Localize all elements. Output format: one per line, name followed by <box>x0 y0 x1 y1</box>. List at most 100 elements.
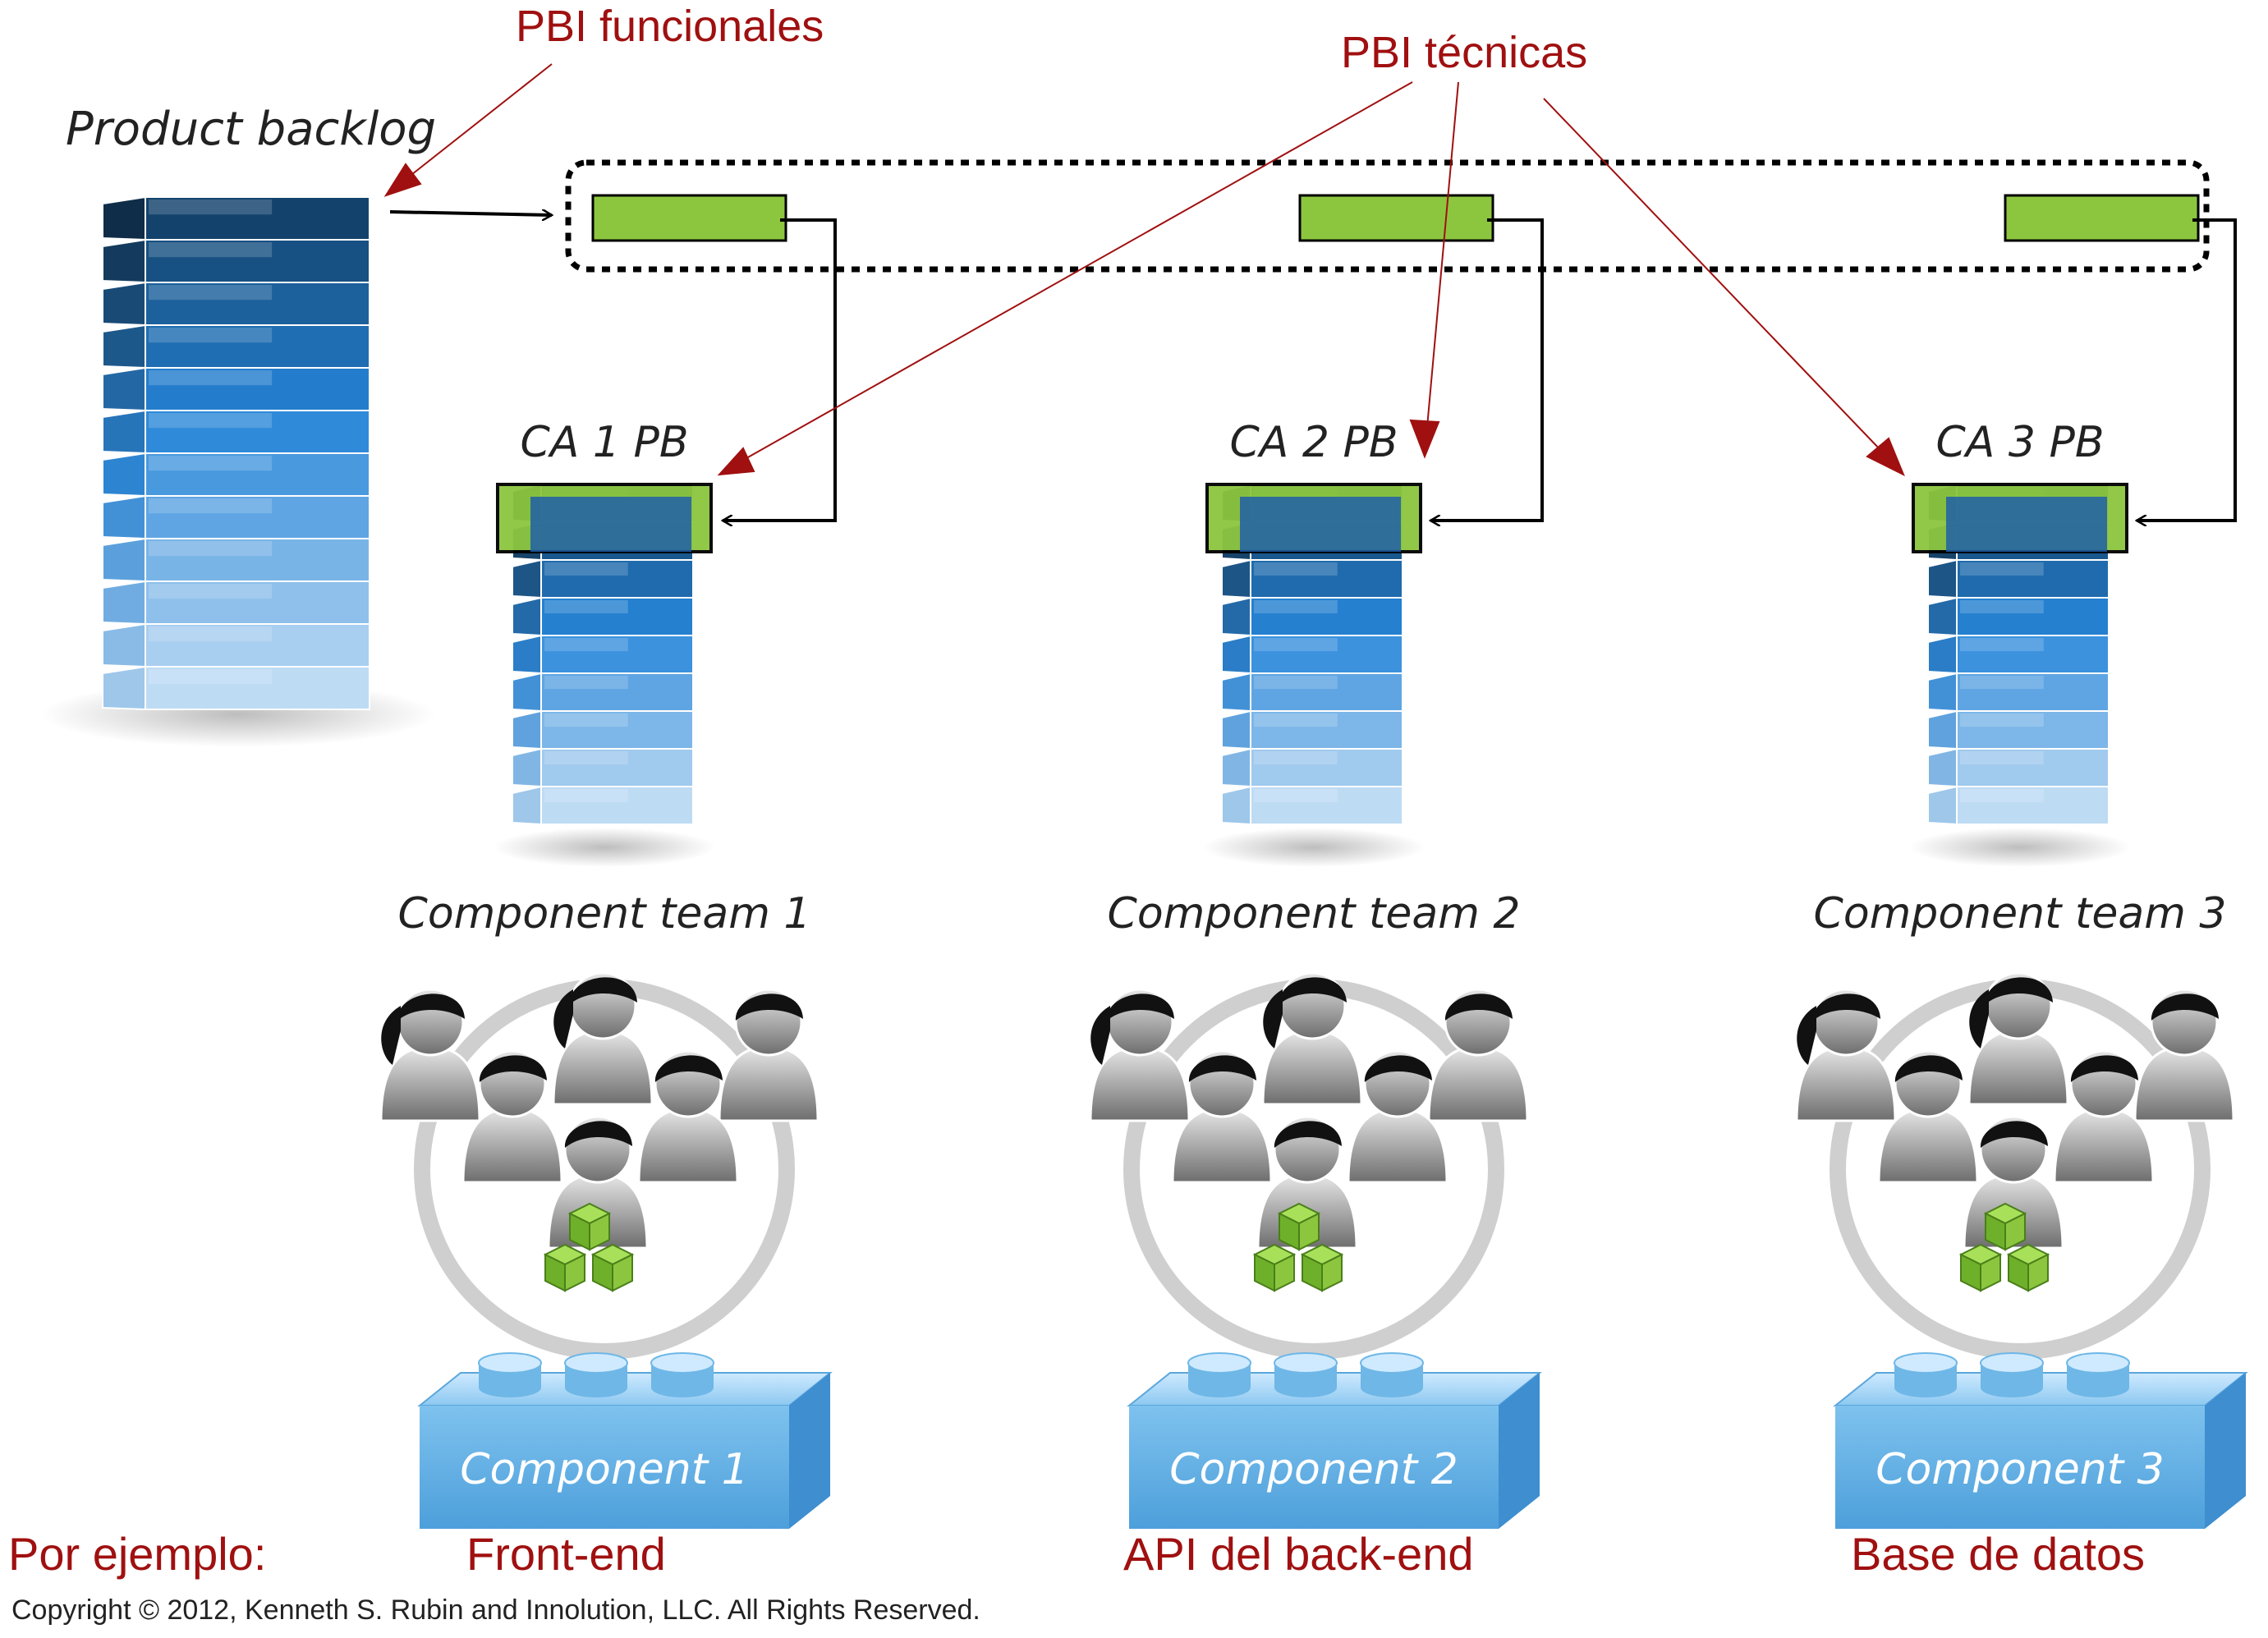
backlog-item-highlight <box>544 751 628 765</box>
technical-pbi-group <box>565 159 2210 273</box>
backlog-item <box>145 623 370 668</box>
component-stud-top <box>564 1352 628 1374</box>
component-block-1: Component 1 <box>417 1352 833 1529</box>
backlog-item <box>540 672 694 712</box>
backlog-item-side <box>102 323 146 369</box>
backlog-item-highlight <box>1254 713 1338 727</box>
backlog-item-highlight <box>149 328 273 343</box>
backlog-item-highlight <box>1254 751 1338 765</box>
backlog-item-side <box>1221 747 1251 788</box>
backlog-item-highlight <box>149 413 273 429</box>
component-team-label-2: Component team 2 <box>1108 889 1521 938</box>
team-member-icon <box>1171 1049 1273 1184</box>
backlog-item <box>540 748 694 787</box>
backlog-item <box>145 196 370 241</box>
backlog-item-side <box>102 537 146 583</box>
backlog-item-side <box>102 366 146 412</box>
backlog-item-side <box>512 596 542 637</box>
cube-icon <box>567 1202 612 1251</box>
component-stud-base <box>1274 1378 1337 1397</box>
backlog-item-side <box>512 634 542 675</box>
backlog-item-side <box>1927 785 1958 826</box>
backlog-item <box>145 410 370 454</box>
backlog-item-side <box>102 409 146 455</box>
backlog-item-highlight <box>149 626 273 642</box>
component-stud-base <box>1188 1378 1251 1397</box>
component-stud-top <box>2066 1352 2130 1374</box>
backlog-item-side <box>1221 596 1251 637</box>
backlog-item-highlight <box>149 541 273 557</box>
team-member-icon <box>1795 988 1897 1122</box>
backlog-item-highlight <box>1960 600 2044 614</box>
backlog-item-side <box>102 494 146 540</box>
backlog-item-side <box>102 195 146 241</box>
backlog-item-side <box>1927 709 1958 750</box>
backlog-item-side <box>102 281 146 327</box>
backlog-item <box>1250 748 1403 787</box>
component-stud-base <box>2067 1378 2129 1397</box>
team-member-icon <box>2053 1049 2155 1184</box>
backlog-item-side <box>1221 634 1251 675</box>
ca-backlog-top-item <box>1240 497 1401 552</box>
backlog-item-highlight <box>149 669 273 685</box>
pbi-1-to-ca1-arrow <box>723 218 837 521</box>
backlog-item-highlight <box>1960 562 2044 576</box>
backlog-item-highlight <box>1254 789 1338 803</box>
backlog-item-highlight <box>1960 638 2044 652</box>
team-member-icon <box>461 1049 563 1184</box>
backlog-item <box>1250 672 1403 712</box>
example-label-1: Front-end <box>466 1528 666 1580</box>
annotation-arrows <box>383 63 1905 477</box>
backlog-item-side <box>102 580 146 626</box>
backlog-item <box>540 635 694 674</box>
team-member-icon <box>1089 988 1191 1122</box>
backlog-item-highlight <box>149 584 273 599</box>
example-label-2: API del back-end <box>1123 1528 1473 1580</box>
funcionales-pointer <box>403 63 553 181</box>
ca-backlog-top-item <box>1946 497 2107 552</box>
backlog-item-side <box>102 452 146 498</box>
component-block-3: Component 3 <box>1833 1352 2248 1529</box>
backlog-item <box>1956 672 2110 712</box>
backlog-item-side <box>512 747 542 788</box>
team-member-icon <box>379 988 481 1122</box>
component-stud-base <box>1894 1378 1957 1397</box>
component-team-label-1: Component team 1 <box>398 889 811 938</box>
backlog-item-side <box>102 665 146 711</box>
backlog-to-pbi-arrow <box>389 212 552 215</box>
backlog-item-side <box>1927 634 1958 675</box>
tecnicas-pointer-1-head <box>717 447 755 476</box>
component-stud-base <box>565 1378 627 1397</box>
backlog-item-highlight <box>1254 638 1338 652</box>
backlog-item-side <box>1927 747 1958 788</box>
backlog-item-highlight <box>544 789 628 803</box>
team-member-icon <box>552 971 654 1106</box>
backlog-item-highlight <box>149 498 273 514</box>
tecnicas-pointer-3 <box>1543 98 1881 451</box>
cube-icon <box>1983 1202 2027 1251</box>
backlog-item-highlight <box>544 638 628 652</box>
backlog-item-highlight <box>149 242 273 258</box>
team-members <box>1089 971 1529 1250</box>
ca-backlog-top-item <box>530 497 691 552</box>
backlog-item-highlight <box>149 370 273 386</box>
backlog-item-side <box>1927 672 1958 713</box>
backlog-item-highlight <box>544 676 628 690</box>
backlog-item-side <box>1221 558 1251 599</box>
team-member-icon <box>1877 1049 1979 1184</box>
pbi-2-to-ca2-arrow <box>1430 218 1544 521</box>
team-member-icon <box>1427 988 1529 1122</box>
technical-pbi-3 <box>2004 194 2200 242</box>
ca-pb-label-2: CA 2 PB <box>1229 418 1398 467</box>
cube-icon <box>1252 1243 1297 1292</box>
backlog-item <box>1956 710 2110 750</box>
pbi-3-to-ca3-arrow <box>2137 218 2237 521</box>
component-stud-top <box>478 1352 542 1374</box>
funcionales-pointer-head <box>383 163 422 197</box>
tecnicas-pointer-2-head <box>1409 419 1440 459</box>
component-stud-top <box>1274 1352 1338 1374</box>
component-stud-base <box>651 1378 714 1397</box>
tecnicas-pointer-1 <box>740 81 1413 462</box>
ca-backlog-shadow <box>1909 828 2131 867</box>
